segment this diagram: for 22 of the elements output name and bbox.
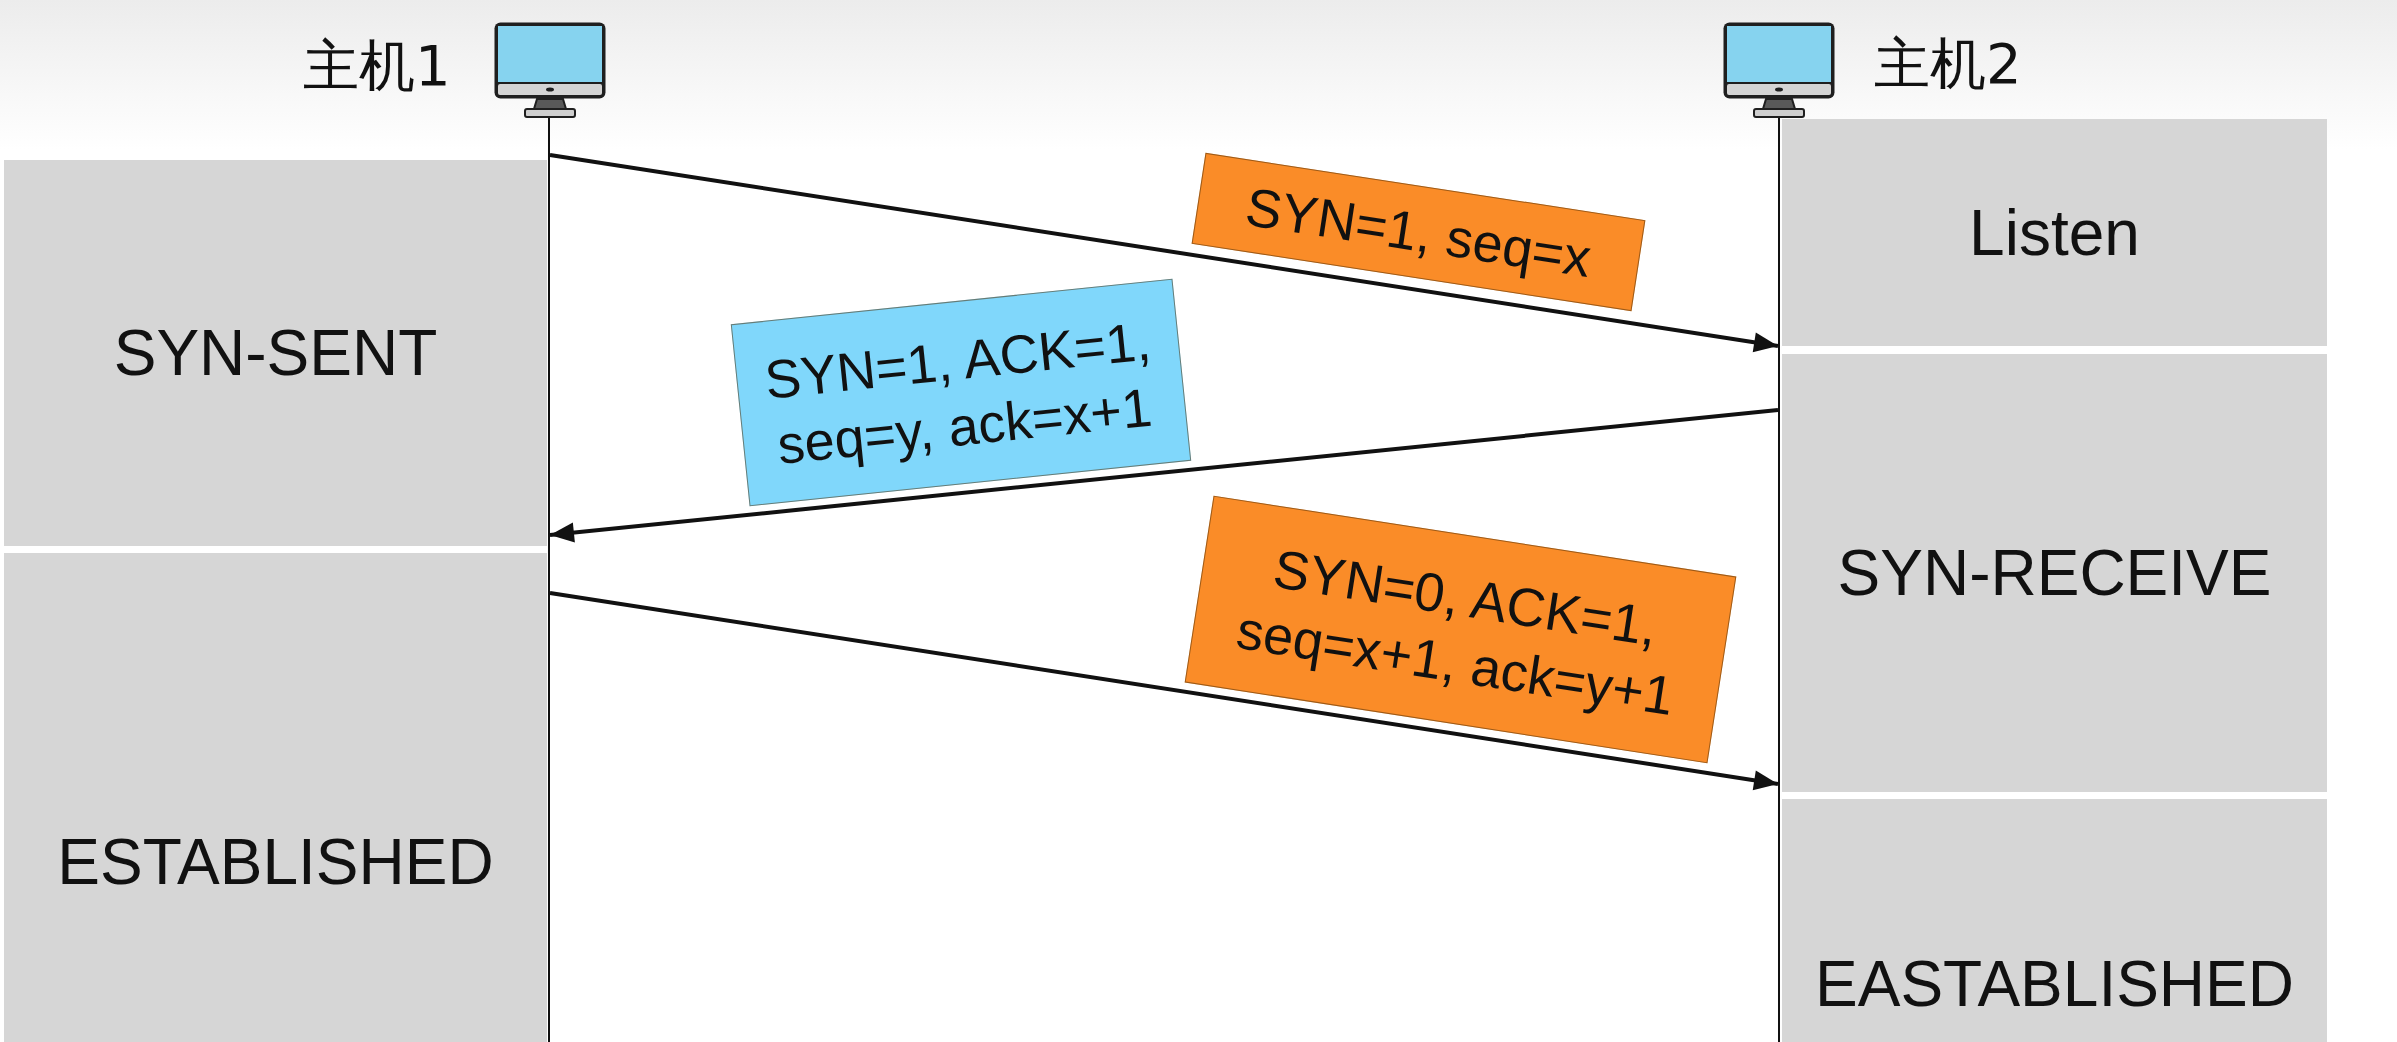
monitor-icon xyxy=(493,21,607,118)
state-label: SYN-SENT xyxy=(113,316,438,390)
message-label: SYN=1, ACK=1, seq=y, ack=x+1 xyxy=(730,278,1192,506)
state-label: ESTABLISHED xyxy=(57,825,494,899)
arrow xyxy=(549,591,1779,791)
host-label: 主机2 xyxy=(1874,34,2022,94)
lifeline xyxy=(548,118,550,1042)
message-label: SYN=0, ACK=1, seq=x+1, ack=y+1 xyxy=(1184,495,1736,763)
message-label: SYN=1, seq=x xyxy=(1191,152,1645,312)
state-label: SYN-RECEIVE xyxy=(1837,536,2272,610)
monitor-icon xyxy=(1722,21,1836,118)
state-box xyxy=(4,160,547,546)
state-label: EASTABLISHED xyxy=(1815,947,2294,1021)
arrow xyxy=(549,408,1779,543)
arrow xyxy=(549,153,1779,353)
state-box xyxy=(1782,119,2327,346)
state-box xyxy=(1782,799,2327,1042)
state-box xyxy=(4,553,547,1042)
host-label: 主机1 xyxy=(303,36,451,96)
lifeline xyxy=(1778,118,1780,1042)
state-box xyxy=(1782,354,2327,792)
state-label: Listen xyxy=(1969,195,2140,270)
